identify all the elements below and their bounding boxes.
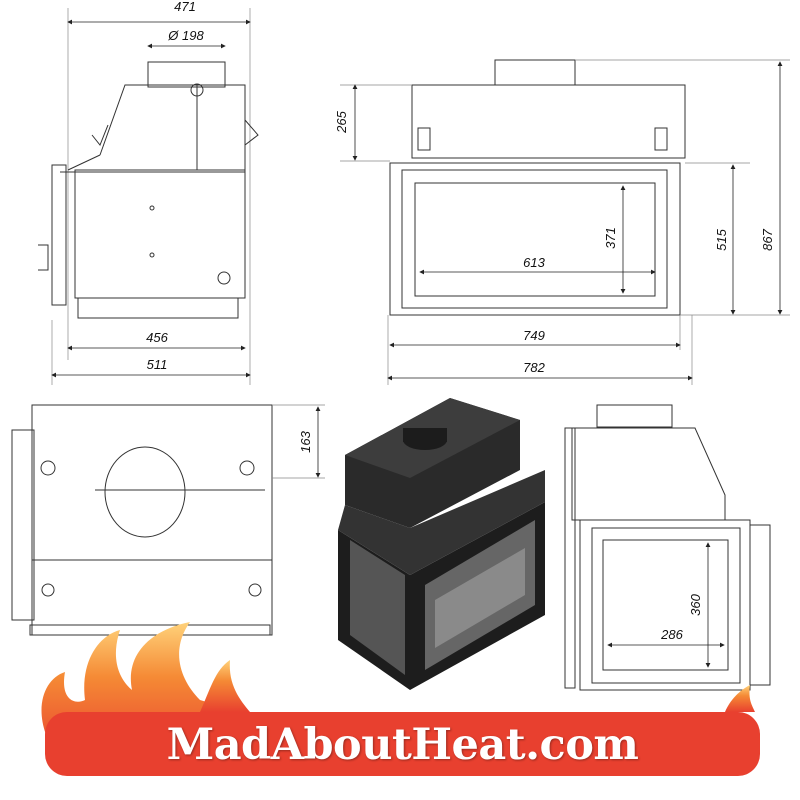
madaboutheat-logo xyxy=(41,622,760,776)
dim-471: 471 xyxy=(174,0,196,14)
dim-371: 371 xyxy=(603,227,618,249)
dim-163: 163 xyxy=(298,430,313,452)
dim-782: 782 xyxy=(523,360,545,375)
dim-515: 515 xyxy=(714,228,729,250)
dim-265: 265 xyxy=(334,110,349,133)
dim-749: 749 xyxy=(523,328,545,343)
logo-text: MadAboutHeat.com xyxy=(166,720,639,770)
dim-360: 360 xyxy=(688,593,703,615)
back-view: 163 xyxy=(11,404,325,636)
dim-613: 613 xyxy=(523,255,545,270)
side-view: 471 Ø 198 456 511 xyxy=(38,0,259,385)
dim-511: 511 xyxy=(147,357,168,372)
dim-286: 286 xyxy=(660,627,683,642)
right-side-view: 360 286 xyxy=(564,404,771,691)
front-view: 265 613 371 515 867 749 782 xyxy=(334,59,790,385)
dim-flue-diameter: Ø 198 xyxy=(167,28,204,43)
dim-456: 456 xyxy=(146,330,168,345)
dim-867: 867 xyxy=(760,228,775,250)
fireplace-3d-render xyxy=(338,398,545,690)
